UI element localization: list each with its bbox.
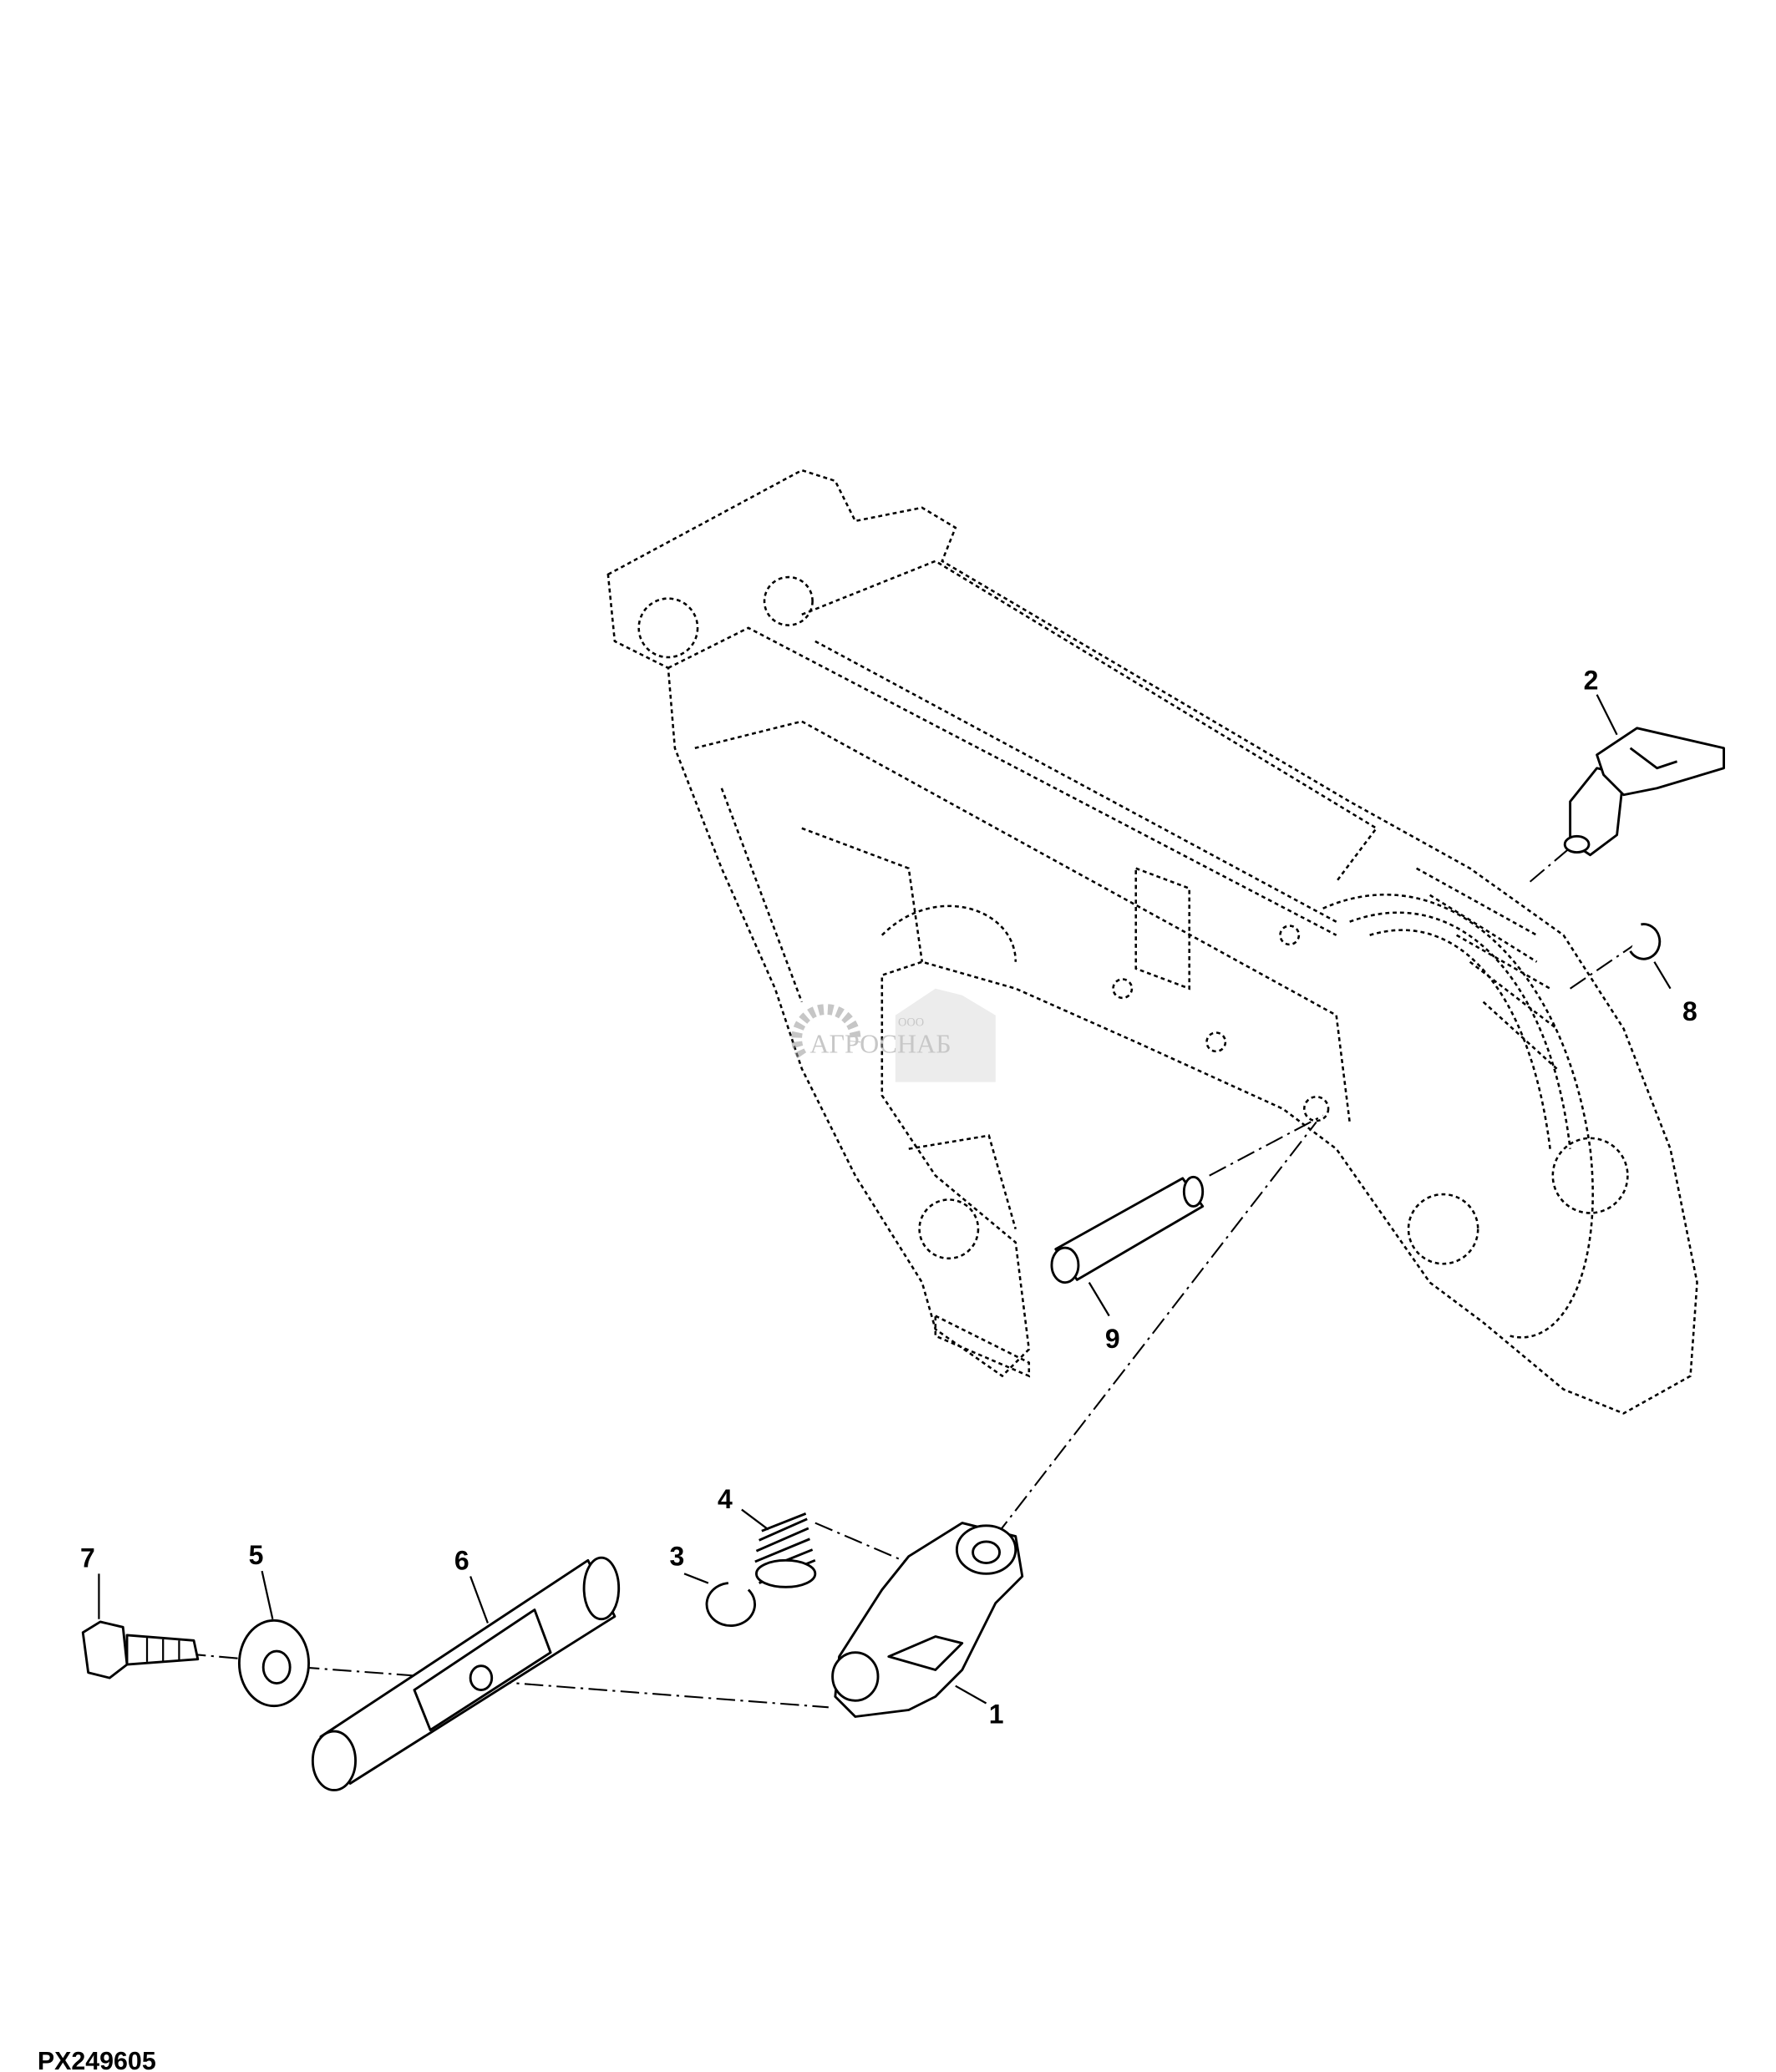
callout-5: 5 [249, 1540, 264, 1570]
callout-8: 8 [1682, 996, 1697, 1026]
figure-id: PX249605 [38, 2047, 156, 2072]
callout-ticks [98, 694, 1672, 1705]
part-3-snap-ring [705, 1582, 757, 1628]
callout-3: 3 [669, 1542, 684, 1572]
callout-6: 6 [454, 1546, 469, 1576]
part-5-washer [237, 1619, 311, 1708]
part-1-latch [831, 1522, 1024, 1718]
part-9-pin [1050, 1175, 1205, 1284]
watermark-logo: ООО АГРОСНАБ [791, 988, 996, 1082]
callout-4: 4 [718, 1484, 733, 1514]
watermark-prefix: ООО [898, 1016, 924, 1030]
part-6-pin [311, 1556, 621, 1791]
callout-1: 1 [989, 1700, 1004, 1730]
part-4-spring [754, 1512, 817, 1588]
part-2-t-handle [1563, 727, 1725, 857]
callout-2: 2 [1584, 665, 1599, 695]
watermark-name: АГРОСНАБ [809, 1028, 951, 1058]
frame-ghost-outline [606, 469, 1698, 1415]
callout-9: 9 [1105, 1324, 1120, 1354]
part-8-snap-ring [1629, 923, 1662, 960]
part-7-bolt [81, 1620, 200, 1679]
callout-7: 7 [80, 1543, 95, 1573]
